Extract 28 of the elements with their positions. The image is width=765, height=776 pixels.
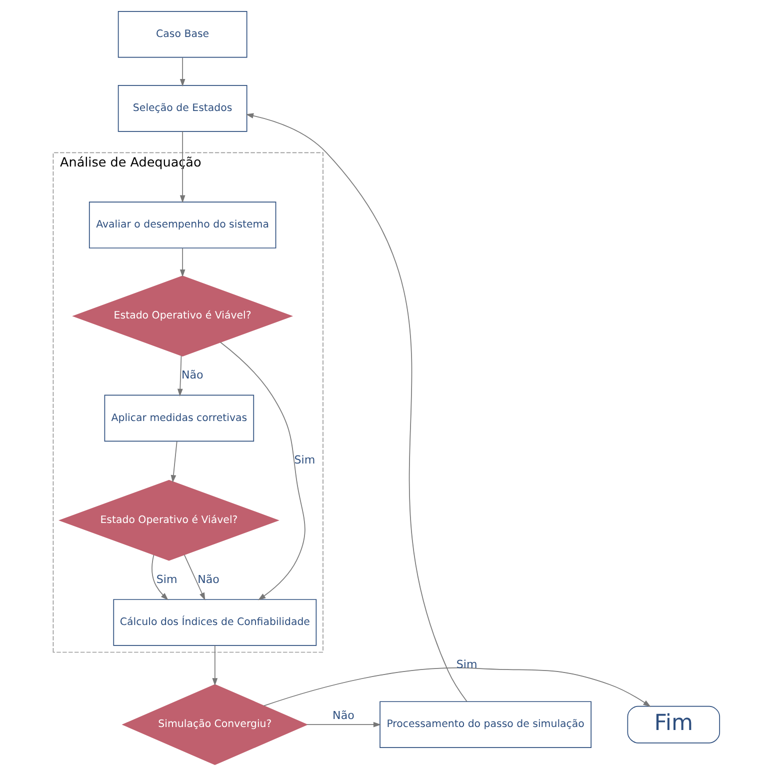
arrow — [219, 342, 305, 600]
arrow — [212, 645, 218, 686]
node-diamond: Estado Operativo é Viável? — [58, 480, 279, 561]
arrow — [176, 355, 182, 396]
arrow — [179, 248, 185, 278]
arrow — [179, 57, 185, 87]
node-box: Aplicar medidas corretivas — [104, 394, 254, 442]
arrow — [170, 440, 177, 483]
arrow — [306, 722, 381, 728]
arrow — [245, 113, 467, 702]
node-box: Fim — [626, 706, 720, 744]
edge-label: Não — [197, 572, 219, 586]
arrow — [183, 554, 205, 600]
edge-label: Sim — [294, 454, 315, 467]
node-box: Caso Base — [117, 10, 247, 58]
node-diamond: Simulação Convergiu? — [121, 684, 308, 766]
arrow — [262, 667, 650, 707]
edge-label: Sim — [456, 658, 477, 671]
arrow — [179, 131, 185, 203]
node-box: Cálculo dos Índices de Confiabilidade — [112, 599, 316, 646]
node-box: Avaliar o desempenho do sistema — [88, 202, 276, 248]
node-box: Seleção de Estados — [117, 85, 247, 132]
node-diamond: Estado Operativo é Viável? — [72, 276, 293, 357]
edge-label: Não — [332, 708, 354, 722]
edge-label: Não — [180, 368, 203, 382]
node-box: Processamento do passo de simulação — [379, 701, 591, 748]
arrow — [151, 554, 168, 600]
edge-label: Sim — [156, 572, 177, 586]
